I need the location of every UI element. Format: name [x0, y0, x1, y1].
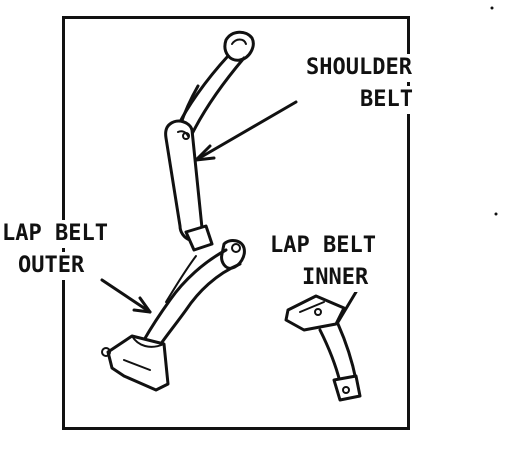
- scan-speck: [494, 212, 498, 216]
- lap-belt-outer-retractor: [101, 334, 170, 392]
- lap-belt-outer-assembly: [142, 239, 246, 350]
- label-lap-belt-inner-line2: INNER: [300, 264, 371, 292]
- shoulder-belt-sleeve: [164, 119, 204, 242]
- leader-arrow-lap-inner: [336, 290, 358, 324]
- leader-arrow-lap-outer: [100, 278, 152, 314]
- shoulder-belt-buckle: [184, 224, 214, 252]
- scan-speck: [490, 6, 494, 10]
- label-shoulder-belt-line2: BELT: [358, 86, 415, 114]
- label-lap-belt-outer-line2: OUTER: [16, 252, 87, 280]
- label-lap-belt-outer-line1: LAP BELT: [0, 220, 110, 248]
- lap-belt-inner-assembly: [284, 294, 362, 402]
- label-lap-belt-inner-line1: LAP BELT: [268, 232, 378, 260]
- label-shoulder-belt-line1: SHOULDER: [304, 54, 414, 82]
- leader-arrow-shoulder: [194, 100, 298, 162]
